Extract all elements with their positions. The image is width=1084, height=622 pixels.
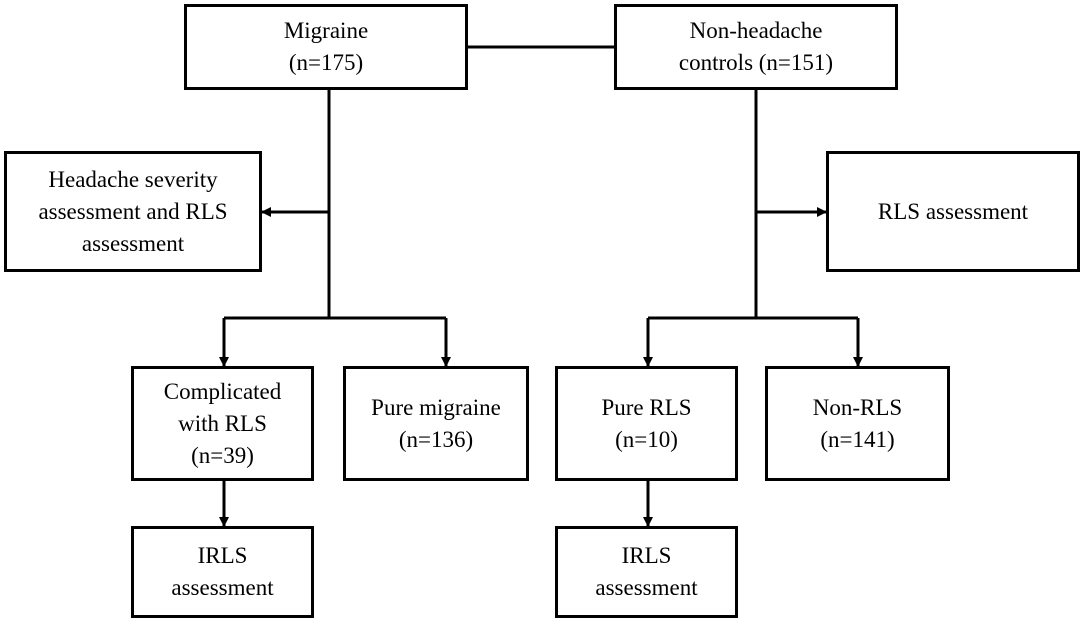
non-rls-count: (n=141) [820,426,895,452]
headache-assessment-line-1: Headache severity [48,166,218,192]
non-rls-label: Non-RLS [812,394,903,420]
rls-assessment-box: RLS assessment [826,151,1080,272]
complicated-rls-box: Complicated with RLS (n=39) [131,366,314,481]
irls-assessment-right-box: IRLS assessment [555,526,738,618]
irls-right-line-2: assessment [595,575,698,600]
complicated-rls-line-1: Complicated [163,378,282,404]
controls-label: Non-headache [689,18,823,43]
pure-rls-label: Pure RLS [601,394,692,420]
irls-assessment-left-box: IRLS assessment [131,526,314,618]
pure-migraine-label: Pure migraine [371,394,501,420]
headache-assessment-line-3: assessment [81,230,185,256]
pure-migraine-count: (n=136) [398,426,474,452]
rls-assessment-label: RLS assessment [877,198,1029,224]
irls-left-line-1: IRLS [197,543,248,568]
non-rls-box: Non-RLS (n=141) [765,366,950,481]
migraine-label: Migraine [283,18,369,43]
complicated-rls-count: (n=39) [191,442,254,468]
controls-box: Non-headache controls (n=151) [614,4,898,90]
migraine-count: (n=175) [288,50,364,75]
irls-left-line-2: assessment [171,575,274,600]
irls-right-line-1: IRLS [621,543,672,568]
controls-count: controls (n=151) [678,50,834,75]
migraine-box: Migraine (n=175) [184,4,468,90]
pure-migraine-box: Pure migraine (n=136) [343,366,529,481]
headache-assessment-line-2: assessment and RLS [38,198,228,224]
pure-rls-box: Pure RLS (n=10) [555,366,738,481]
headache-assessment-box: Headache severity assessment and RLS ass… [4,151,262,272]
pure-rls-count: (n=10) [615,426,678,452]
complicated-rls-line-2: with RLS [178,410,267,436]
